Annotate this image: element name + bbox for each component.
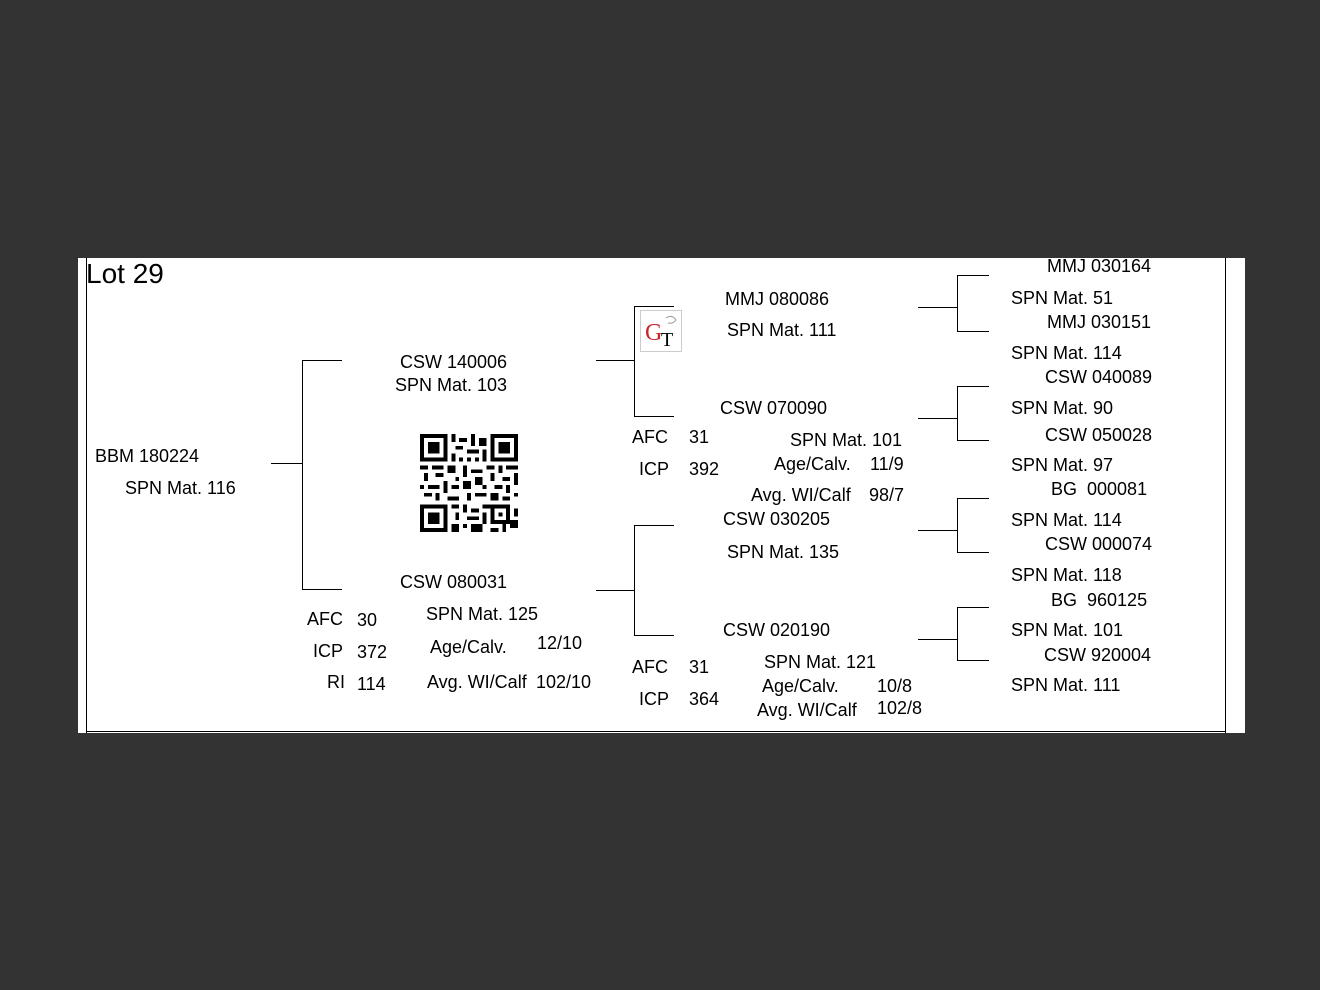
pedigree-card: Lot 29 BBM 180224 SPN Mat. 116 CSW 14000… (78, 256, 1245, 733)
subject-mat: SPN Mat. 116 (125, 478, 236, 498)
pedigree-bracket-lines (271, 275, 989, 661)
dam-avgwi-label: Avg. WI/Calf (427, 672, 527, 692)
card-right-border (1225, 258, 1245, 733)
gen3-ancestor-id: BG 000081 (1051, 479, 1148, 499)
lot-title: Lot 29 (86, 258, 164, 289)
dam-afc-value: 30 (357, 610, 378, 630)
dam-icp-value: 372 (357, 642, 388, 662)
subject-id: BBM 180224 (95, 446, 200, 466)
dam-afc-label: AFC (307, 609, 343, 629)
dam-avgwi-value: 102/10 (536, 672, 592, 692)
gen2-sd-avgwi-value: 98/7 (869, 485, 905, 505)
gen2-dd-icp-value: 364 (689, 689, 720, 709)
gen2-ss-mat: SPN Mat. 111 (727, 320, 837, 340)
gen2-sd-mat: SPN Mat. 101 (790, 430, 903, 450)
gen3-ancestor-id: CSW 040089 (1045, 367, 1153, 387)
gen2-sd-avgwi-label: Avg. WI/Calf (751, 485, 851, 505)
svg-text:T: T (661, 329, 673, 351)
qr-code-icon (420, 434, 518, 532)
gen2-dd-mat: SPN Mat. 121 (764, 652, 877, 672)
gen2-dd-afc-label: AFC (632, 657, 668, 677)
gen2-sd-id: CSW 070090 (720, 398, 828, 418)
gen3-ancestor-mat: SPN Mat. 97 (1011, 455, 1114, 475)
dam-mat: SPN Mat. 125 (426, 604, 539, 624)
gen2-ds-mat: SPN Mat. 135 (727, 542, 840, 562)
svg-text:G: G (645, 320, 662, 346)
gen2-sd-afc-label: AFC (632, 427, 668, 447)
gen2-ss-id: MMJ 080086 (725, 289, 830, 309)
gen2-sd-agecalv-value: 11/9 (870, 454, 904, 474)
gen2-sd-icp-label: ICP (639, 459, 670, 479)
gen3-ancestor-mat: SPN Mat. 51 (1011, 288, 1114, 308)
gen2-dd-icp-label: ICP (639, 689, 670, 709)
dam-id: CSW 080031 (400, 572, 508, 592)
dam-agecalv-label: Age/Calv. (430, 637, 507, 657)
dam-ri-label: RI (327, 672, 345, 692)
gen3-ancestor-mat: SPN Mat. 101 (1011, 620, 1124, 640)
dam-agecalv-value: 12/10 (537, 633, 583, 653)
card-bottom-border (86, 731, 1226, 732)
gen2-dd-id: CSW 020190 (723, 620, 831, 640)
gen3-ancestor-mat: SPN Mat. 118 (1011, 565, 1122, 585)
gen3-ancestor-id: MMJ 030151 (1047, 312, 1152, 332)
gen3-ancestor-id: CSW 000074 (1045, 534, 1153, 554)
gen2-dd-agecalv-value: 10/8 (877, 676, 913, 696)
gen2-ds-id: CSW 030205 (723, 509, 831, 529)
gen2-sd-icp-value: 392 (689, 459, 720, 479)
dam-icp-label: ICP (313, 641, 344, 661)
gen3-ancestor-mat: SPN Mat. 111 (1011, 675, 1121, 695)
gen2-dd-avgwi-value: 102/8 (877, 698, 923, 718)
gen2-dd-agecalv-label: Age/Calv. (762, 676, 839, 696)
gen3-ancestor-id: CSW 050028 (1045, 425, 1153, 445)
dam-ri-value: 114 (357, 674, 386, 694)
gen3-ancestor-id: CSW 920004 (1044, 645, 1152, 665)
sire-id: CSW 140006 (400, 352, 508, 372)
card-left-border (78, 258, 87, 733)
gen2-sd-afc-value: 31 (689, 427, 710, 447)
sire-mat: SPN Mat. 103 (395, 375, 508, 395)
gt-logo-icon: G T (640, 310, 682, 352)
gen3-ancestor-mat: SPN Mat. 114 (1011, 343, 1122, 363)
gen3-ancestor-id: MMJ 030164 (1047, 256, 1152, 276)
gen3-ancestor-mat: SPN Mat. 114 (1011, 510, 1122, 530)
gen2-dd-afc-value: 31 (689, 657, 710, 677)
gen3-ancestor-mat: SPN Mat. 90 (1011, 398, 1114, 418)
gen3-ancestor-id: BG 960125 (1051, 590, 1148, 610)
gen2-sd-agecalv-label: Age/Calv. (774, 454, 851, 474)
gen2-dd-avgwi-label: Avg. WI/Calf (757, 700, 857, 720)
